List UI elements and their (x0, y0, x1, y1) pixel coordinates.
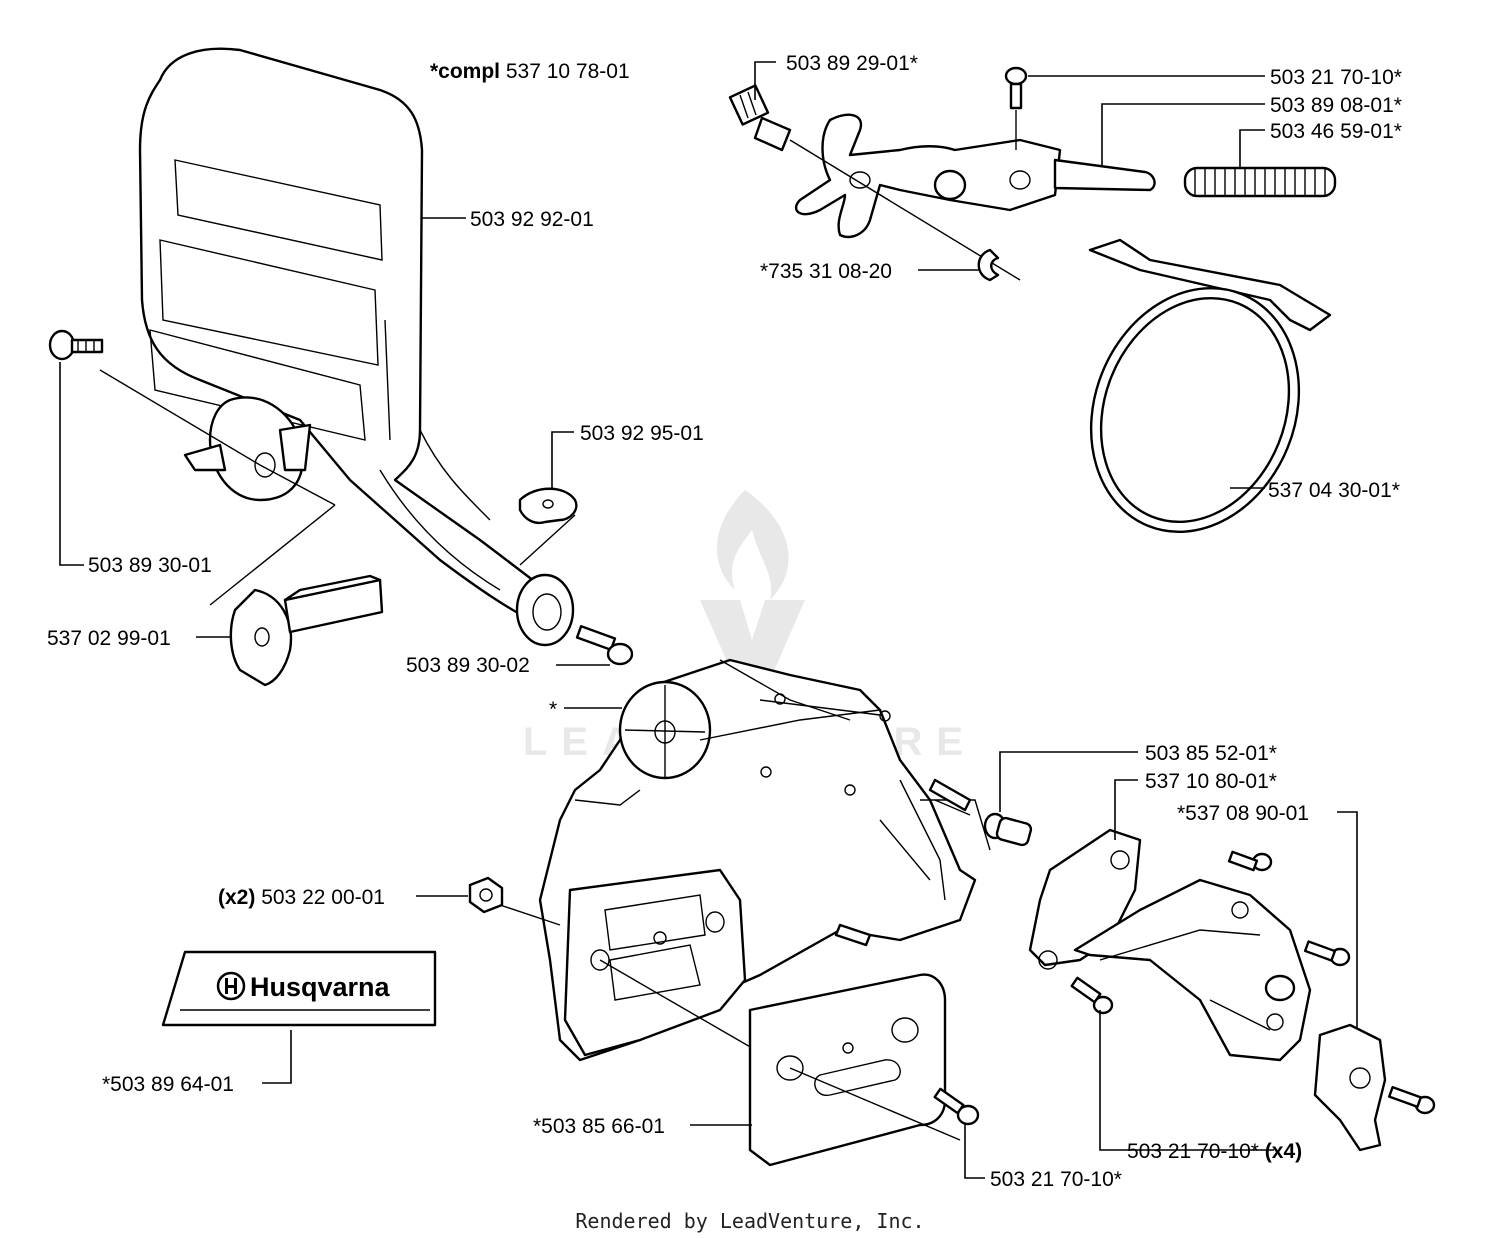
label-503-85-52-01: 503 85 52-01* (1145, 742, 1277, 765)
nut-503-22-00-01 (416, 876, 561, 926)
svg-text:(x2) 503 22 00-01: (x2) 503 22 00-01 (218, 886, 385, 909)
label-503-22-00-01: 503 22 00-01 (261, 886, 385, 909)
husqvarna-logo-icon (216, 971, 246, 1001)
part-labels: *compl 537 10 78-01 503 92 92-01 503 89 … (47, 52, 1402, 1191)
label-537-02-99-01: 537 02 99-01 (47, 627, 171, 650)
svg-text:*compl 537 10 78-01: *compl 537 10 78-01 (430, 60, 630, 83)
stud-503-85-52-01 (934, 751, 1138, 847)
brake-band-537-04-30-01 (1088, 238, 1332, 534)
screw-503-89-30-02 (556, 625, 634, 666)
plate-503-85-66-01 (690, 973, 961, 1167)
label-503-21-70-10-x4: 503 21 70-10* (1127, 1140, 1259, 1163)
screw-503-89-30-01 (48, 329, 336, 606)
label-503-92-92-01: 503 92 92-01 (470, 208, 594, 231)
husqvarna-decal: Husqvarna (161, 950, 437, 1084)
label-x4-suffix: (x4) (1265, 1140, 1302, 1163)
label-503-89-30-02: 503 89 30-02 (406, 654, 530, 677)
label-503-89-64-01: *503 89 64-01 (102, 1073, 234, 1096)
flame-icon (716, 490, 789, 600)
label-503-85-66-01: *503 85 66-01 (533, 1115, 665, 1138)
spring-503-46-59-01 (1183, 129, 1337, 198)
label-537-08-90-01: *537 08 90-01 (1177, 802, 1309, 825)
label-star: * (549, 698, 557, 721)
svg-text:503 21 70-10* (x4): 503 21 70-10* (x4) (1127, 1140, 1302, 1163)
decal-brand-text: Husqvarna (250, 972, 391, 1002)
label-503-89-30-01: 503 89 30-01 (88, 554, 212, 577)
label-503-89-08-01: 503 89 08-01* (1270, 94, 1402, 117)
washer-537-02-99-01 (196, 574, 384, 687)
brake-linkage (728, 61, 1337, 282)
label-compl-number: 537 10 78-01 (506, 60, 630, 83)
label-503-21-70-10-top: 503 21 70-10* (1270, 66, 1402, 89)
label-503-46-59-01: 503 46 59-01* (1270, 120, 1402, 143)
label-503-21-70-10-bottom: 503 21 70-10* (990, 1168, 1122, 1191)
guard-537-08-90-01 (1070, 811, 1436, 1152)
label-x2-prefix: (x2) (218, 886, 255, 909)
clutch-cover (538, 658, 991, 1071)
screw-icon (1070, 850, 1436, 1115)
label-735-31-08-20: *735 31 08-20 (760, 260, 892, 283)
hand-guard (138, 47, 575, 647)
footer-credit: Rendered by LeadVenture, Inc. (575, 1209, 924, 1233)
screw-503-21-70-10-bottom (933, 1087, 985, 1179)
clip-503-92-95-01 (518, 431, 578, 566)
label-537-10-80-01: 537 10 80-01* (1145, 770, 1277, 793)
guard-bushing (183, 396, 312, 502)
label-503-92-95-01: 503 92 95-01 (580, 422, 704, 445)
label-503-89-29-01: 503 89 29-01* (786, 52, 918, 75)
guard-pivot-hole (515, 573, 575, 647)
label-537-04-30-01: 537 04 30-01* (1268, 479, 1400, 502)
label-compl-prefix: *compl (430, 60, 500, 83)
